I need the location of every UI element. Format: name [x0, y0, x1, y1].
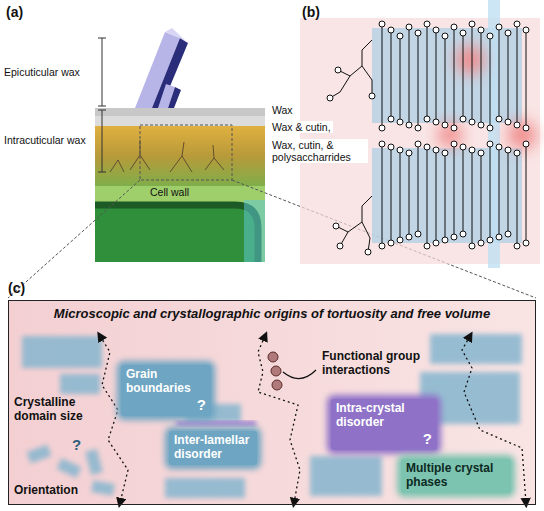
text-label: Orientation [14, 484, 78, 498]
panel-box: Microscopic and crystallographic origins… [8, 300, 536, 505]
feature-box: Intra-crystal disorder? [331, 399, 437, 450]
feature-box: Inter-lamellar disorder [169, 431, 257, 465]
text-label: (b) [302, 4, 320, 20]
question-mark: ? [336, 430, 432, 447]
text-label: (a) [6, 4, 23, 20]
feature-label: Multiple crystal phases [406, 462, 506, 490]
text-label: Cell wall [150, 186, 189, 198]
text-label: Wax & cutin, [270, 121, 333, 133]
question-mark: ? [126, 396, 206, 413]
text-label: Intracuticular wax [4, 134, 86, 146]
text-label: (c) [8, 280, 25, 296]
text-label: Wax, cutin, & polysaccharrides [270, 139, 368, 163]
text-label: ? [72, 436, 81, 453]
text-label: Crystalline domain size [14, 396, 96, 424]
feature-box: Multiple crystal phases [401, 459, 511, 493]
feature-box: Grain boundaries? [121, 365, 211, 416]
text-label: Epicuticular wax [4, 66, 80, 78]
text-label: Functional group interactions [322, 350, 426, 378]
feature-label: Inter-lamellar disorder [174, 434, 252, 462]
feature-label: Grain boundaries [126, 368, 206, 396]
text-label: Wax [270, 104, 295, 116]
feature-label: Intra-crystal disorder [336, 402, 432, 430]
panel-title: Microscopic and crystallographic origins… [9, 307, 535, 322]
